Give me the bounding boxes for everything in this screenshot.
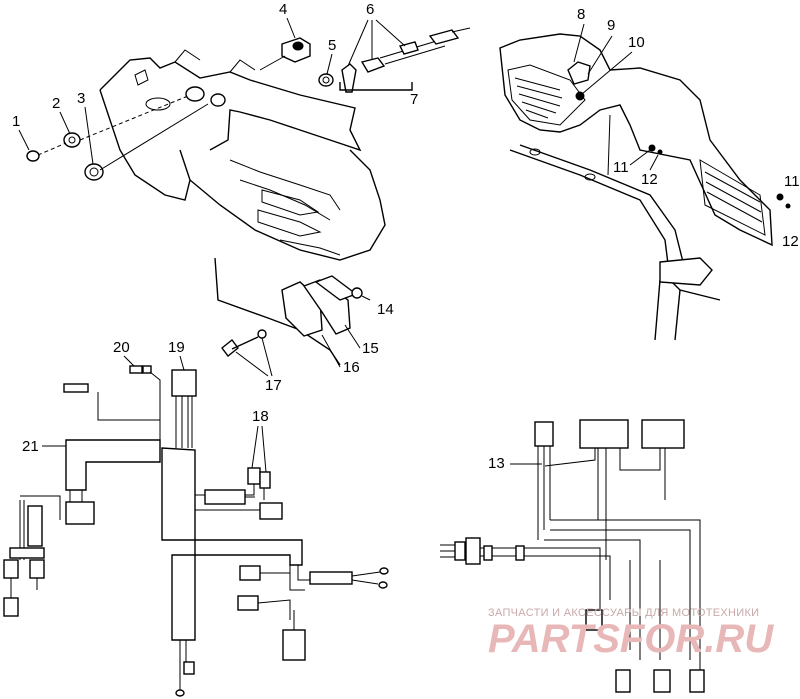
regulator-assembly xyxy=(214,257,371,366)
callout-13: 13 xyxy=(488,455,505,472)
wiring-harness-right xyxy=(440,419,705,693)
callout-6: 6 xyxy=(366,1,374,18)
callout-10: 10 xyxy=(628,34,645,51)
callouts-middle: 14 15 16 17 xyxy=(235,301,394,394)
callout-11a: 11 xyxy=(613,159,629,176)
side-panel-assembly xyxy=(499,33,791,341)
callout-14: 14 xyxy=(377,301,394,318)
callout-19: 19 xyxy=(168,339,185,356)
callout-18: 18 xyxy=(252,408,269,425)
callout-17: 17 xyxy=(265,377,282,394)
callout-7: 7 xyxy=(410,91,418,108)
callouts-bottom-left: 20 19 18 21 xyxy=(22,339,269,473)
callout-16: 16 xyxy=(343,359,360,376)
callout-12b: 12 xyxy=(782,233,799,250)
wiring-harness-left xyxy=(3,365,389,697)
callout-5: 5 xyxy=(328,37,336,54)
callout-9: 9 xyxy=(607,17,615,34)
callout-20: 20 xyxy=(113,339,130,356)
callout-11b: 11 xyxy=(784,173,800,190)
dash-panel-assembly xyxy=(26,27,471,261)
watermark: ЗАПЧАСТИ И АКСЕССУАРЫ ДЛЯ МОТОТЕХНИКИ PA… xyxy=(488,607,774,661)
callout-21: 21 xyxy=(22,438,39,455)
callout-4: 4 xyxy=(279,1,287,18)
callout-3: 3 xyxy=(77,90,85,107)
watermark-logo: PARTSFOR.RU xyxy=(488,617,774,661)
callout-15: 15 xyxy=(362,340,379,357)
callouts-bottom-right: 13 xyxy=(488,455,542,472)
callout-12a: 12 xyxy=(641,171,658,188)
callout-2: 2 xyxy=(52,95,60,112)
callout-1: 1 xyxy=(12,113,20,130)
callouts-top-left: 1 2 3 4 5 6 7 xyxy=(12,1,418,165)
watermark-tagline: ЗАПЧАСТИ И АКСЕССУАРЫ ДЛЯ МОТОТЕХНИКИ xyxy=(488,607,759,619)
callout-8: 8 xyxy=(577,6,585,23)
callouts-top-right: 8 9 10 11 12 11 12 xyxy=(573,6,800,250)
